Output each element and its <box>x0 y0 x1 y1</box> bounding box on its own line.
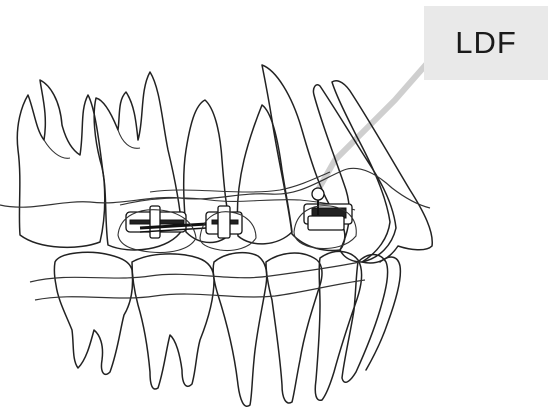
lower-gumline <box>30 262 360 282</box>
orthodontic-appliance <box>118 188 356 252</box>
upper-central-incisor <box>332 81 432 263</box>
lower-teeth <box>30 251 400 406</box>
upper-molar-left <box>17 80 105 247</box>
upper-premolar-2 <box>237 105 292 244</box>
lower-premolar-1 <box>213 253 267 407</box>
lower-central-incisor <box>366 257 400 370</box>
ldf-device-hook <box>312 188 324 200</box>
ldf-label-box: LDF <box>424 6 548 80</box>
ldf-label: LDF <box>455 25 517 61</box>
upper-gumline <box>0 168 430 208</box>
lower-lateral-incisor <box>342 255 388 383</box>
lower-molar-left <box>54 252 132 374</box>
